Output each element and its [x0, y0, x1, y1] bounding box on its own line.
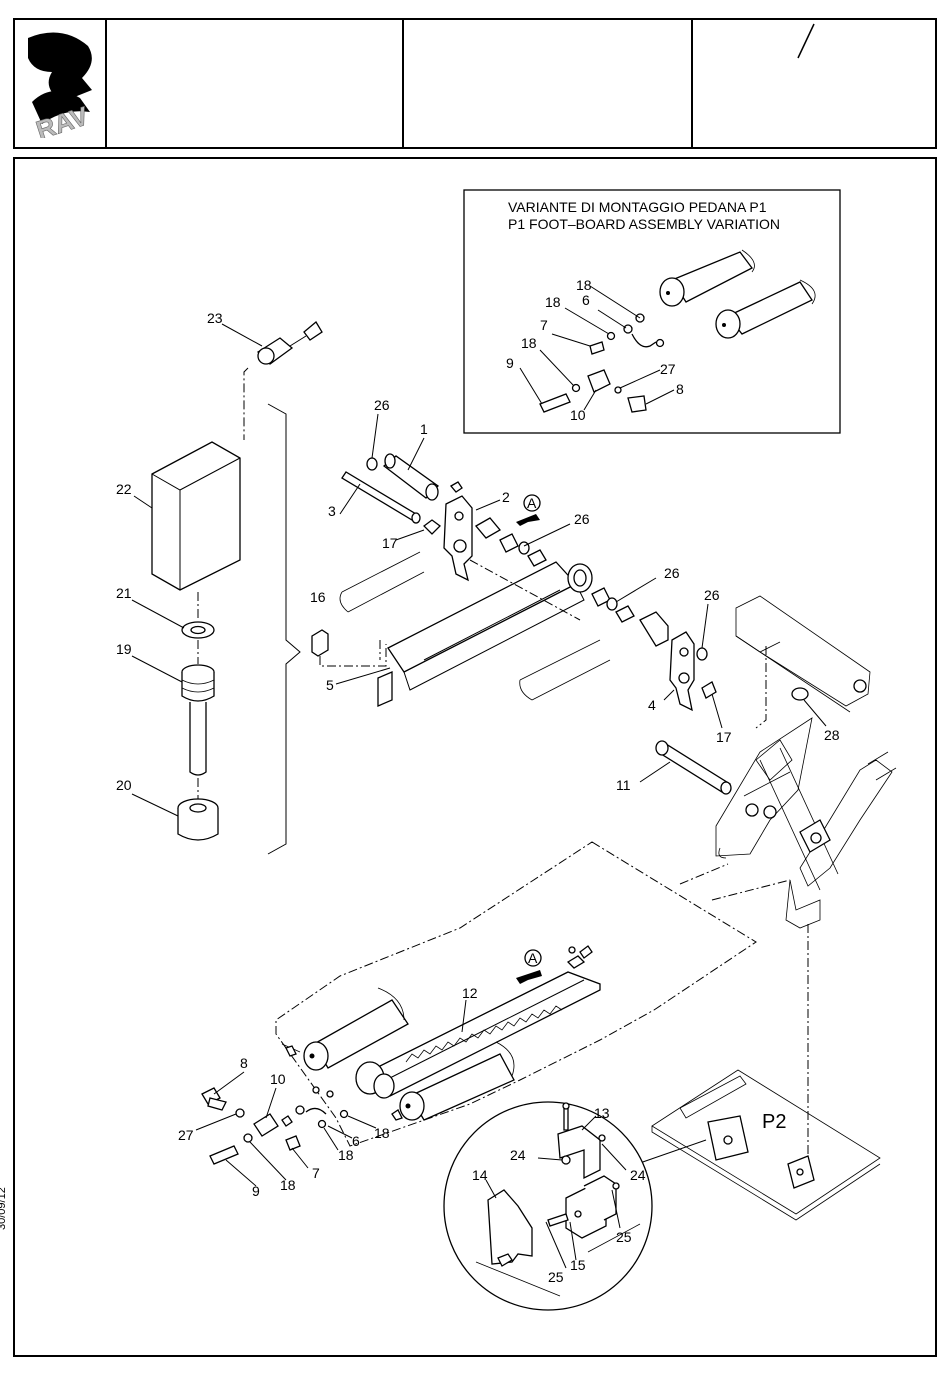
part-label: 24	[510, 1147, 526, 1163]
arrow-ref: A	[527, 495, 537, 511]
part-label: 24	[630, 1167, 646, 1183]
part-label: 13	[594, 1105, 610, 1121]
part-label: 18	[338, 1147, 354, 1163]
inset-title-it: VARIANTE DI MONTAGGIO PEDANA P1	[508, 199, 767, 215]
part-label: 19	[116, 641, 132, 657]
base-plate: P2	[614, 1070, 880, 1220]
part-label: 3	[328, 503, 336, 519]
part-label: 4	[648, 697, 656, 713]
inset-label: 9	[506, 355, 514, 371]
part-label: 5	[326, 677, 334, 693]
part-label: 7	[312, 1165, 320, 1181]
part-label: 17	[716, 729, 732, 745]
inset-label: 27	[660, 361, 676, 377]
inset-label: 18	[576, 277, 592, 293]
part-label: 14	[472, 1167, 488, 1183]
part-label: 2	[502, 489, 510, 505]
part-label: 1	[420, 421, 428, 437]
part-label: 23	[207, 310, 223, 326]
part-label: 20	[116, 777, 132, 793]
inset-label: 18	[545, 294, 561, 310]
part-label: 15	[570, 1257, 586, 1273]
part-label: 21	[116, 585, 132, 601]
part-label: 25	[616, 1229, 632, 1245]
part-label: 9	[252, 1183, 260, 1199]
part-label: 26	[664, 565, 680, 581]
arrow-ref: A	[528, 950, 538, 966]
connection-line	[680, 864, 808, 1166]
inset-label: 10	[570, 407, 586, 423]
inset-label: 8	[676, 381, 684, 397]
part-label: 26	[704, 587, 720, 603]
detail-label-p2: P2	[762, 1111, 786, 1133]
left-cylinder-stack: 23 22 21 19 20	[116, 310, 322, 854]
detail-circle: 13 24 24 14 25 15 25	[444, 1102, 652, 1310]
inset-label: 18	[521, 335, 537, 351]
part-label: 27	[178, 1127, 194, 1143]
part-label: 10	[270, 1071, 286, 1087]
shaft-and-frame: 11	[616, 718, 896, 928]
assembly-envelope	[276, 842, 756, 1146]
part-label: 18	[280, 1177, 296, 1193]
inset-label: 6	[582, 292, 590, 308]
part-label: 16	[310, 589, 326, 605]
part-label: 22	[116, 481, 132, 497]
part-label: 25	[548, 1269, 564, 1285]
inset-variant: VARIANTE DI MONTAGGIO PEDANA P1 P1 FOOT–…	[464, 190, 840, 433]
part-label: 11	[616, 777, 631, 793]
part-label: 8	[240, 1055, 248, 1071]
inset-title-en: P1 FOOT–BOARD ASSEMBLY VARIATION	[508, 216, 780, 232]
inset-label: 7	[540, 317, 548, 333]
upper-arm-assembly: A	[310, 397, 870, 745]
part-label: 17	[382, 535, 398, 551]
part-label: 26	[574, 511, 590, 527]
part-label: 26	[374, 397, 390, 413]
part-label: 12	[462, 985, 478, 1001]
part-label: 28	[824, 727, 840, 743]
part-label: 18	[374, 1125, 390, 1141]
